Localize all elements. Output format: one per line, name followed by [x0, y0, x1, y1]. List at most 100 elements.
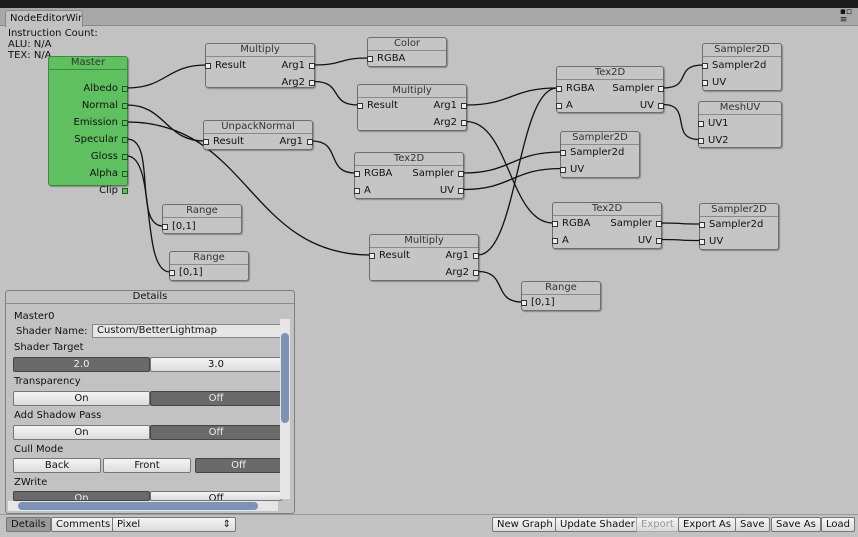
port-in-knob-icon[interactable] — [702, 79, 708, 86]
port-out-knob-icon[interactable] — [122, 188, 128, 194]
shadow-pass-on[interactable]: On — [13, 425, 150, 440]
node-title[interactable]: MeshUV — [699, 102, 781, 115]
port-out-knob-icon[interactable] — [122, 103, 128, 109]
port-out-knob-icon[interactable] — [309, 79, 315, 86]
node-range[interactable]: Range[0,1] — [169, 251, 249, 281]
port-in-knob-icon[interactable] — [354, 187, 360, 194]
node-title[interactable]: Range — [170, 252, 248, 265]
port-in-knob-icon[interactable] — [552, 237, 558, 244]
port-in-knob-icon[interactable] — [560, 150, 566, 156]
port-in-knob-icon[interactable] — [162, 224, 168, 230]
port-out-knob-icon[interactable] — [473, 269, 479, 276]
save-button[interactable]: Save — [735, 517, 770, 532]
port-in-knob-icon[interactable] — [699, 238, 705, 245]
port-in-knob-icon[interactable] — [169, 270, 175, 276]
node-title[interactable]: Sampler2D — [703, 44, 781, 57]
port-in-knob-icon[interactable] — [521, 300, 527, 306]
port-out-knob-icon[interactable] — [122, 171, 128, 177]
shader-target-2-0[interactable]: 2.0 — [13, 357, 150, 372]
tab-node-editor-window[interactable]: NodeEditorWindow — [5, 10, 83, 27]
port-out-knob-icon[interactable] — [658, 86, 664, 92]
node-title[interactable]: Tex2D — [557, 67, 663, 80]
shader-name-input[interactable]: Custom/BetterLightmap — [92, 324, 282, 338]
port-out-knob-icon[interactable] — [473, 253, 479, 259]
node-title[interactable]: Multiply — [206, 44, 314, 57]
cull-front[interactable]: Front — [103, 458, 191, 473]
node-title[interactable]: Multiply — [370, 235, 478, 248]
scrollbar-thumb[interactable] — [18, 502, 258, 510]
node-range[interactable]: Range[0,1] — [162, 204, 242, 234]
transparency-on[interactable]: On — [13, 391, 150, 406]
port-in-knob-icon[interactable] — [205, 63, 211, 69]
port-in-knob-icon[interactable] — [698, 137, 704, 144]
port-in-knob-icon[interactable] — [702, 63, 708, 69]
save-as-button[interactable]: Save As — [771, 517, 821, 532]
comments-tab[interactable]: Comments — [51, 517, 116, 532]
node-title[interactable]: Tex2D — [355, 153, 463, 166]
port-out-knob-icon[interactable] — [122, 86, 128, 92]
new-graph-button[interactable]: New Graph — [492, 517, 558, 532]
port-out-knob-icon[interactable] — [307, 139, 313, 145]
cull-off[interactable]: Off — [195, 458, 282, 473]
load-button[interactable]: Load — [821, 517, 855, 532]
port-in-knob-icon[interactable] — [357, 103, 363, 109]
zwrite-off[interactable]: Off — [150, 491, 282, 501]
port-out-knob-icon[interactable] — [458, 187, 464, 194]
port-out-knob-icon[interactable] — [458, 171, 464, 177]
scrollbar-thumb[interactable] — [281, 333, 289, 423]
window-menu-icon[interactable]: ▪▫≡ — [839, 7, 852, 25]
port-in-knob-icon[interactable] — [354, 171, 360, 177]
port-out-knob-icon[interactable] — [309, 63, 315, 69]
port-in-knob-icon[interactable] — [203, 139, 209, 145]
port-out-knob-icon[interactable] — [461, 103, 467, 109]
port-out-knob-icon[interactable] — [656, 221, 662, 227]
vertical-scrollbar[interactable] — [280, 319, 290, 499]
node-title[interactable]: Sampler2D — [561, 132, 639, 145]
horizontal-scrollbar[interactable] — [8, 501, 278, 511]
transparency-off[interactable]: Off — [150, 391, 282, 406]
export-button[interactable]: Export — [636, 517, 679, 532]
port-in-knob-icon[interactable] — [556, 86, 562, 92]
port-in-knob-icon[interactable] — [560, 166, 566, 173]
port-out-knob-icon[interactable] — [122, 154, 128, 160]
port-in-knob-icon[interactable] — [699, 222, 705, 228]
node-title[interactable]: UnpackNormal — [204, 121, 312, 134]
node-title[interactable]: Sampler2D — [700, 204, 778, 217]
node-range[interactable]: Range[0,1] — [521, 281, 601, 311]
port-out-knob-icon[interactable] — [658, 102, 664, 109]
cull-back[interactable]: Back — [13, 458, 101, 473]
node-title[interactable]: Master — [49, 57, 127, 70]
port-out-knob-icon[interactable] — [461, 119, 467, 126]
node-title[interactable]: Range — [522, 282, 600, 295]
port-in-knob-icon[interactable] — [552, 221, 558, 227]
mode-dropdown[interactable]: Pixel⇕ — [112, 517, 236, 532]
shader-target-3-0[interactable]: 3.0 — [150, 357, 282, 372]
port-in-knob-icon[interactable] — [369, 253, 375, 259]
shadow-pass-off[interactable]: Off — [150, 425, 282, 440]
zwrite-on[interactable]: On — [13, 491, 150, 501]
port-in-knob-icon[interactable] — [556, 102, 562, 109]
update-shader-button[interactable]: Update Shader — [555, 517, 640, 532]
node-title[interactable]: Color — [368, 38, 446, 51]
port-out-knob-icon[interactable] — [122, 120, 128, 126]
node-title[interactable]: Tex2D — [553, 203, 661, 216]
port-in-knob-icon[interactable] — [698, 121, 704, 127]
port-out-knob-icon[interactable] — [122, 137, 128, 143]
node-title[interactable]: Multiply — [358, 85, 466, 98]
node-title[interactable]: Range — [163, 205, 241, 218]
details-tab[interactable]: Details — [6, 517, 51, 532]
export-as-button[interactable]: Export As — [678, 517, 736, 532]
